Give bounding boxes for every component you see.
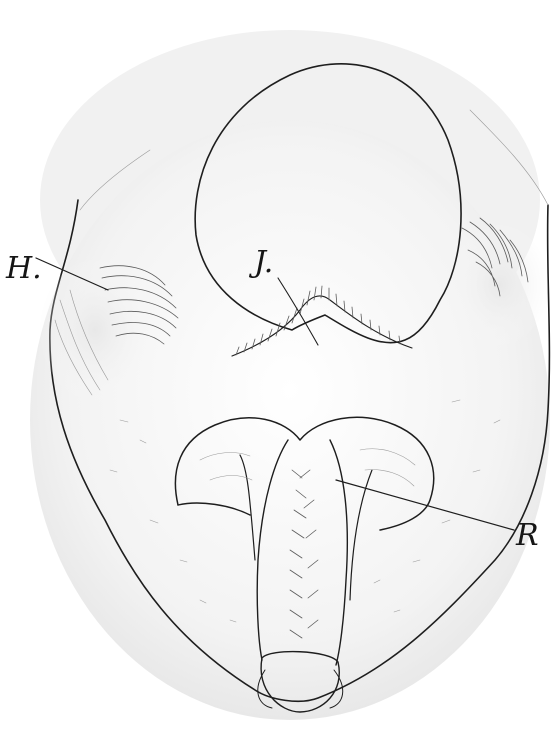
label-h: H.: [5, 251, 42, 286]
label-r: R: [515, 518, 539, 553]
